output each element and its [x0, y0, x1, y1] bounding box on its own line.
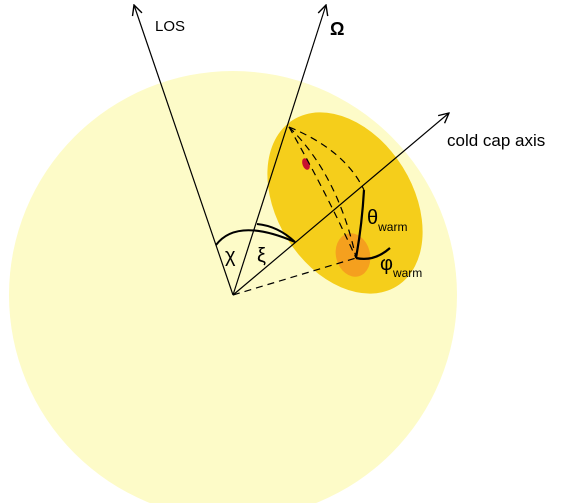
phi-subscript: warm — [392, 266, 422, 280]
chi-angle-arc — [215, 229, 296, 246]
xi-label: ξ — [257, 245, 266, 267]
los-label: LOS — [155, 18, 185, 35]
xi-angle-arc — [256, 223, 296, 243]
warm-spot — [335, 233, 371, 277]
cold-cap-axis-line — [232, 113, 449, 296]
omega-axis — [232, 5, 326, 296]
phi-warm-label: φwarm — [380, 253, 422, 280]
dashed-arc-middle — [288, 126, 357, 259]
theta-symbol: θ — [367, 207, 378, 229]
dashed-arc-outer — [288, 126, 365, 191]
los-axis — [134, 5, 234, 296]
cold-cap — [267, 112, 423, 294]
phi-symbol: φ — [380, 253, 393, 275]
theta-warm-arc — [354, 189, 366, 259]
phi-warm-arc — [355, 247, 391, 260]
theta-warm-label: θwarm — [367, 207, 407, 234]
omega-label: Ω — [330, 19, 344, 39]
dashed-arc-inner — [288, 126, 357, 259]
warm-spot-direction-dashed — [232, 257, 357, 296]
cold-cap-axis-label: cold cap axis — [447, 131, 545, 150]
theta-subscript: warm — [377, 220, 407, 234]
chi-label: χ — [225, 245, 236, 267]
